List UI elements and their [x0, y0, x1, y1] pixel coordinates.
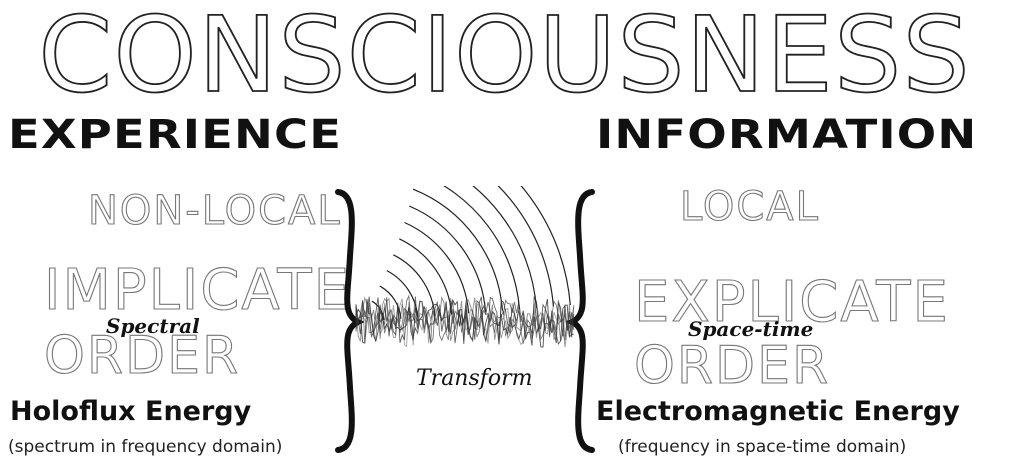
right-curly-brace-icon — [335, 189, 365, 453]
local-label: LOCAL — [679, 183, 820, 230]
information-heading: INFORMATION — [596, 112, 978, 158]
implicate-order-label: ORDER — [43, 325, 241, 386]
spectral-label: Spectral — [106, 314, 200, 338]
electromagnetic-energy-label: Electromagnetic Energy — [596, 396, 960, 427]
wave-arc — [404, 221, 470, 314]
wave-arc — [520, 186, 571, 306]
explicate-order-label: ORDER — [633, 335, 831, 396]
wave-arc — [408, 205, 487, 312]
wave-arc — [386, 270, 419, 318]
wave-arc — [497, 186, 554, 307]
transform-label: Transform — [416, 366, 533, 391]
left-curly-brace-icon — [565, 189, 595, 453]
wave-arc — [412, 188, 504, 311]
implicate-label: IMPLICATE — [43, 257, 351, 323]
transform-figure — [335, 186, 595, 453]
wave-arc — [443, 186, 521, 310]
holoflux-energy-label: Holoflux Energy — [10, 396, 252, 427]
space-time-label: Space-time — [688, 317, 814, 341]
frequency-domain-note: (spectrum in frequency domain) — [8, 437, 283, 457]
wave-arc — [371, 300, 385, 321]
waveform-trace — [355, 295, 574, 348]
space-time-domain-note: (frequency in space-time domain) — [618, 437, 907, 457]
noisy-waveform-icon — [355, 294, 575, 348]
non-local-label: NON-LOCAL — [87, 187, 342, 234]
page-title: CONSCIOUSNESS — [37, 0, 971, 117]
explicate-label: EXPLICATE — [633, 269, 950, 335]
wave-arc — [472, 186, 537, 308]
experience-heading: EXPERIENCE — [8, 112, 343, 158]
